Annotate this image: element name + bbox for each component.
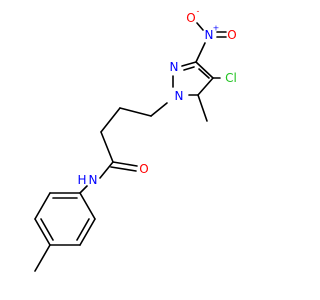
atom-amide-o: O xyxy=(139,162,148,176)
bond-nitroN-Oleft xyxy=(196,22,204,31)
atom-label: O xyxy=(139,162,148,176)
charge-label: + xyxy=(213,24,220,33)
bond-ring-2 xyxy=(34,192,51,220)
bond-CO-b xyxy=(110,166,137,172)
bond-N1-CH2a xyxy=(150,102,168,117)
atom-pyrazole-n1: N xyxy=(175,89,184,103)
bond-C5-methyl xyxy=(197,94,208,122)
bond-ring-5 xyxy=(79,218,96,246)
bond-ring-3-inner xyxy=(40,218,54,241)
bond-CH2c-Ccarbonyl xyxy=(100,131,114,163)
bond-N2-C3 xyxy=(181,61,197,67)
bond-CH2a-CH2b xyxy=(119,107,152,117)
bond-CO-a xyxy=(112,161,138,167)
bond-N2-C3-inner xyxy=(183,66,195,71)
atom-nitro-n: N + xyxy=(205,24,220,43)
atom-labels: O - N + O Cl N N N H O xyxy=(77,7,236,188)
atom-nitro-o-right: O xyxy=(227,28,236,42)
bond-NH-Cipso xyxy=(79,185,88,194)
atom-label: O xyxy=(186,11,195,25)
atom-label: N xyxy=(170,60,179,74)
charge-label: - xyxy=(197,7,200,16)
atom-label: Cl xyxy=(225,71,237,85)
bond-nitroN-C3 xyxy=(195,42,206,63)
atom-nitro-o-left: O - xyxy=(186,7,199,26)
bond-para-methyl xyxy=(34,244,51,272)
atom-pyrazole-n2: N xyxy=(170,60,179,74)
bond-C4-C5 xyxy=(197,77,214,96)
bond-ring-6 xyxy=(79,192,96,220)
bond-ring-5-inner xyxy=(76,218,90,241)
atom-label: N xyxy=(175,89,184,103)
bond-C3-C4 xyxy=(195,61,214,79)
bond-C3-C4-inner xyxy=(198,68,210,79)
atom-label: N xyxy=(89,173,98,187)
bond-CH2b-CH2c xyxy=(100,107,121,133)
bond-ring-3 xyxy=(34,218,51,246)
molecule-structure: O - N + O Cl N N N H O xyxy=(34,7,237,272)
atom-chlorine: Cl xyxy=(225,71,237,85)
bond-C-NH xyxy=(99,161,114,179)
atom-amide-nh: N H xyxy=(77,173,97,187)
bond-lines xyxy=(34,22,227,272)
atom-label: N xyxy=(205,28,214,42)
atom-label: O xyxy=(227,28,236,42)
atom-h-label: H xyxy=(77,173,86,187)
